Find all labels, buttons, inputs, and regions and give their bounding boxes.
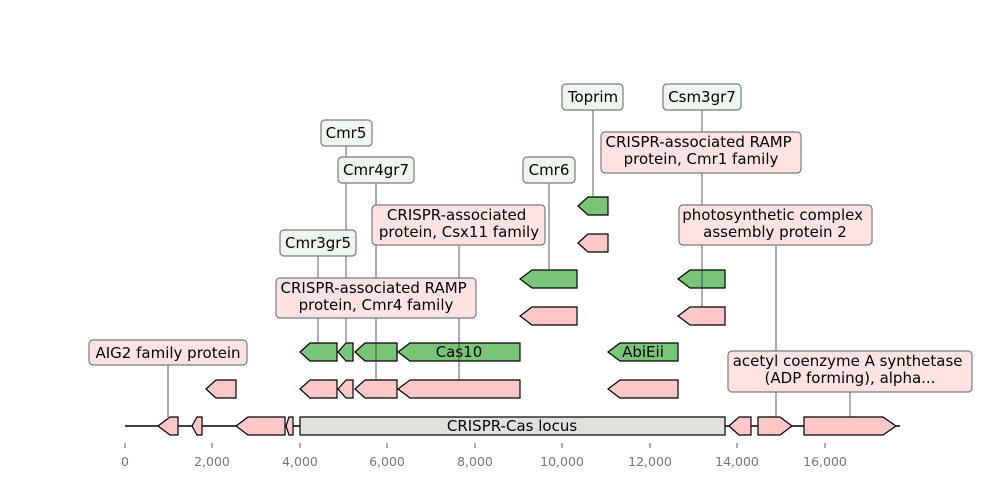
cmr6-ramp-gene-arrow — [519, 306, 578, 326]
cmr5-ramp-gene-arrow — [337, 379, 354, 399]
cmr4-ramp-label-box — [275, 277, 477, 319]
cmr4gr7-ramp-gene-arrow — [354, 379, 398, 399]
cmr1-ramp-label-line-1: CRISPR-associated RAMP — [606, 133, 792, 151]
gene-arrow — [235, 416, 286, 436]
cmr1-ramp-gene-arrow — [677, 306, 726, 326]
gene-arrow — [728, 416, 752, 436]
cmr6-domain-arrow — [519, 269, 578, 289]
cmr4gr7-label-box — [337, 156, 415, 184]
aig2-label-box — [88, 339, 248, 366]
cmr6-label: Cmr6 — [529, 161, 570, 179]
cmr4-ramp-gene-arrow — [299, 379, 338, 399]
cmr4-ramp-label: CRISPR-associated RAMP protein, Cmr4 fam… — [281, 279, 472, 314]
x-tick-label: 8,000 — [457, 454, 493, 469]
gene-arrow — [285, 416, 294, 436]
toprim-gene-arrow — [577, 233, 609, 253]
photosynthetic-label-line-2: assembly protein 2 — [703, 223, 847, 241]
x-tick-label: 2,000 — [194, 454, 230, 469]
csx11-label-line-1: CRISPR-associated — [387, 206, 526, 224]
crispr-cas-locus-box — [299, 416, 726, 436]
x-tick-label: 6,000 — [369, 454, 405, 469]
crispr-cas-locus-label: CRISPR-Cas locus — [447, 417, 577, 435]
csx11-label-line-2: protein, Csx11 family — [379, 223, 539, 241]
x-tick-label: 14,000 — [715, 454, 759, 469]
cmr6-label-box — [522, 156, 576, 184]
aig2-label: AIG2 family protein — [95, 344, 240, 362]
gene-arrow — [803, 416, 898, 436]
gene-arrow — [757, 416, 793, 436]
acetyl-coa-label-line-2: (ADP forming), alpha... — [765, 369, 936, 387]
gene-arrow — [191, 416, 203, 436]
csx11-gene-arrow — [397, 379, 521, 399]
toprim-label-box — [561, 83, 624, 111]
abieii-label: AbiEii — [622, 343, 664, 361]
x-tick-label: 16,000 — [803, 454, 847, 469]
csm3gr7-domain-arrow — [677, 269, 726, 289]
cmr4-ramp-label-line-1: CRISPR-associated RAMP — [281, 279, 467, 297]
cmr3gr5-label-box — [279, 229, 357, 257]
acetyl-coa-label-line-1: acetyl coenzyme A synthetase — [733, 352, 963, 370]
cmr4-ramp-label-line-2: protein, Cmr4 family — [299, 296, 454, 314]
abieii-domain-arrow — [607, 342, 679, 362]
cmr5-domain-arrow — [337, 342, 354, 362]
cmr4gr7-label: Cmr4gr7 — [343, 161, 409, 179]
x-tick-label: 0 — [121, 454, 129, 469]
gene-arrow — [157, 416, 179, 436]
photosynthetic-label-box — [678, 204, 873, 246]
photosynthetic-label-line-1: photosynthetic complex — [682, 206, 863, 224]
cmr3gr5-domain-arrow — [299, 342, 338, 362]
x-tick-label: 12,000 — [628, 454, 672, 469]
cmr5-label-box — [320, 119, 373, 147]
csx11-label-box — [371, 204, 546, 246]
csm3gr7-label: Csm3gr7 — [668, 88, 736, 106]
acetyl-coa-label-box — [727, 350, 973, 393]
cmr3gr5-label: Cmr3gr5 — [285, 234, 351, 252]
toprim-label: Toprim — [567, 88, 618, 106]
toprim-domain-arrow — [577, 196, 609, 216]
cmr5-label: Cmr5 — [326, 124, 367, 142]
photosynthetic-label: photosynthetic complex assembly protein … — [682, 206, 868, 241]
abieii-ramp-gene-arrow — [607, 379, 679, 399]
csx11-label: CRISPR-associated protein, Csx11 family — [379, 206, 539, 241]
cmr1-ramp-label-box — [600, 131, 802, 174]
csm3gr7-label-box — [662, 83, 742, 111]
x-axis: 0 2,000 4,000 6,000 8,000 10,000 12,000 … — [121, 443, 847, 469]
acetyl-coa-label: acetyl coenzyme A synthetase (ADP formin… — [733, 352, 968, 387]
aig2-gene-arrow — [205, 379, 237, 399]
cmr1-ramp-label: CRISPR-associated RAMP protein, Cmr1 fam… — [606, 133, 797, 168]
x-tick-label: 10,000 — [540, 454, 584, 469]
cmr1-ramp-label-line-2: protein, Cmr1 family — [624, 150, 779, 168]
x-tick-label: 4,000 — [282, 454, 318, 469]
